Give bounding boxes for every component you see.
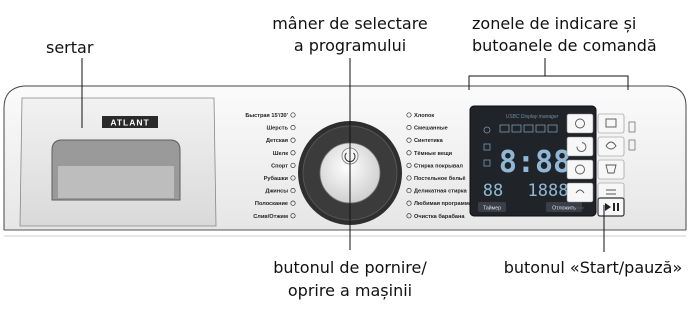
lcd-right-digits: 1888 bbox=[528, 181, 569, 201]
delay-button[interactable]: Отложить bbox=[546, 202, 582, 212]
program-icon bbox=[406, 137, 412, 143]
program-label: Очистка барабана bbox=[414, 213, 465, 220]
program-icon bbox=[406, 188, 412, 194]
play-icon bbox=[605, 203, 611, 211]
detergent-drawer[interactable] bbox=[19, 97, 217, 227]
program-icon bbox=[406, 125, 412, 131]
program-label: Слив/Отжим bbox=[253, 214, 288, 220]
start-pause-button[interactable] bbox=[597, 197, 625, 217]
brand-badge bbox=[102, 116, 158, 128]
lcd-main-digits: 8:88 bbox=[499, 145, 571, 180]
program-label: Стирка покрывал bbox=[414, 163, 463, 169]
brand-logo: ATLANT bbox=[110, 118, 149, 128]
svg-text:Отложить: Отложить bbox=[552, 205, 576, 211]
pause-icon bbox=[613, 203, 615, 211]
program-icon bbox=[406, 213, 412, 219]
label-indicators-line2: butoanele de comandă bbox=[472, 36, 657, 55]
timer-button[interactable]: Таймер bbox=[478, 202, 506, 212]
lcd-left-digits: 88 bbox=[483, 181, 503, 201]
program-label: Полоскание bbox=[255, 201, 288, 207]
display-header: USBC Display manager bbox=[506, 114, 559, 120]
program-label: Синтетика bbox=[414, 138, 444, 144]
program-icon bbox=[290, 137, 296, 143]
program-label: Шерсть bbox=[267, 126, 289, 132]
program-label: Хлопок bbox=[414, 113, 434, 119]
label-program-knob-line2: a programului bbox=[293, 36, 407, 55]
label-drawer: sertar bbox=[46, 38, 94, 57]
program-label: Деликатная стирка bbox=[414, 189, 468, 195]
program-label: Детская bbox=[266, 138, 288, 144]
option-buttons-column-2[interactable] bbox=[597, 113, 625, 203]
program-labels-left: Быстрая 15'/30' ШерстьДетскаяШелкСпортРуб… bbox=[245, 112, 296, 220]
option-icons-1 bbox=[575, 118, 587, 209]
callout-lines bbox=[81, 58, 629, 252]
program-icon bbox=[406, 150, 412, 156]
program-icon bbox=[290, 188, 296, 194]
program-icon bbox=[290, 125, 296, 131]
program-icon bbox=[406, 162, 412, 168]
program-icon bbox=[290, 112, 296, 118]
label-power-line2: oprire a mașinii bbox=[287, 281, 413, 300]
side-mini-buttons[interactable] bbox=[628, 121, 636, 151]
program-icon bbox=[406, 112, 412, 118]
program-label: Смешанные bbox=[414, 126, 448, 132]
program-label: Быстрая 15'/30' bbox=[245, 113, 288, 119]
program-icon bbox=[290, 200, 296, 206]
option-icons-2 bbox=[605, 118, 617, 195]
label-indicators-line1: zonele de indicare și bbox=[472, 14, 637, 33]
program-icon bbox=[406, 175, 412, 181]
program-icon bbox=[290, 175, 296, 181]
program-label: Спорт bbox=[271, 163, 288, 169]
program-label: Шелк bbox=[273, 151, 288, 157]
program-icon bbox=[290, 162, 296, 168]
status-icons bbox=[483, 124, 558, 167]
program-label: Любимая программа bbox=[414, 200, 473, 207]
program-icon bbox=[406, 200, 412, 206]
option-buttons-column-1[interactable] bbox=[566, 113, 594, 203]
label-start-pause: butonul «Start/pauză» bbox=[503, 258, 683, 277]
display-panel: USBC Display manager 8:88 88 1888 Таймер… bbox=[469, 105, 597, 217]
program-label: Рубашки bbox=[264, 175, 289, 182]
program-icon bbox=[290, 213, 296, 219]
label-program-knob-line1: mâner de selectare bbox=[272, 14, 428, 33]
program-label: Тёмные вещи bbox=[414, 151, 453, 157]
svg-text:Таймер: Таймер bbox=[483, 204, 501, 211]
program-label: Постельное бельё bbox=[414, 175, 465, 182]
program-icon bbox=[290, 150, 296, 156]
program-label: Джинсы bbox=[265, 189, 288, 195]
label-power-line1: butonul de pornire/ bbox=[273, 258, 427, 277]
